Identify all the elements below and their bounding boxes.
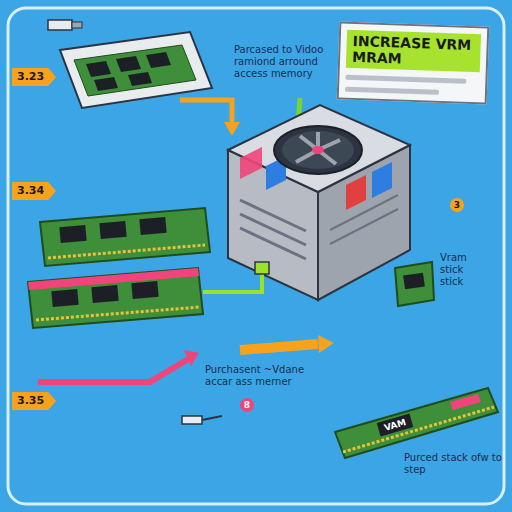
node-text: INCREASE VRM MRAM bbox=[346, 30, 481, 73]
annotation-text: Vram stick stick bbox=[440, 252, 484, 288]
ram-chip bbox=[395, 262, 434, 306]
callout-tag: 3.23 bbox=[12, 68, 56, 86]
arrow bbox=[240, 344, 318, 350]
ram-stick bbox=[335, 388, 498, 458]
ram-card bbox=[60, 32, 212, 108]
ram-stick bbox=[28, 268, 203, 328]
arrowhead bbox=[184, 350, 199, 366]
callout-tag: 3.34 bbox=[12, 182, 56, 200]
callout-tag: 3.35 bbox=[12, 392, 56, 410]
arrowhead bbox=[224, 122, 240, 136]
annotation-text: Purced stack ofw to step bbox=[404, 452, 504, 476]
callout-number: 3 bbox=[450, 198, 464, 212]
wire bbox=[203, 272, 262, 292]
arrow bbox=[38, 358, 190, 382]
computer-case bbox=[228, 105, 410, 300]
arrowhead bbox=[318, 335, 334, 353]
node-text: 3.23 bbox=[17, 70, 44, 84]
socket bbox=[255, 262, 269, 274]
cable-icon bbox=[182, 416, 222, 424]
annotation-text: Purchasent ~Vdane accar ass merner bbox=[205, 364, 323, 388]
callout-number: 8 bbox=[240, 398, 254, 412]
node-text: 3.34 bbox=[17, 184, 44, 198]
usb-plug bbox=[48, 20, 82, 30]
text-line bbox=[345, 75, 466, 84]
ram-stick bbox=[40, 208, 210, 266]
frame bbox=[8, 8, 504, 504]
node-text: 3.35 bbox=[17, 394, 44, 408]
text-line bbox=[345, 87, 439, 95]
arrow bbox=[180, 100, 232, 124]
annotation-text: Parcased to Vidoo ramiond arround access… bbox=[234, 44, 332, 80]
info-panel: INCREASE VRM MRAM bbox=[337, 21, 490, 104]
